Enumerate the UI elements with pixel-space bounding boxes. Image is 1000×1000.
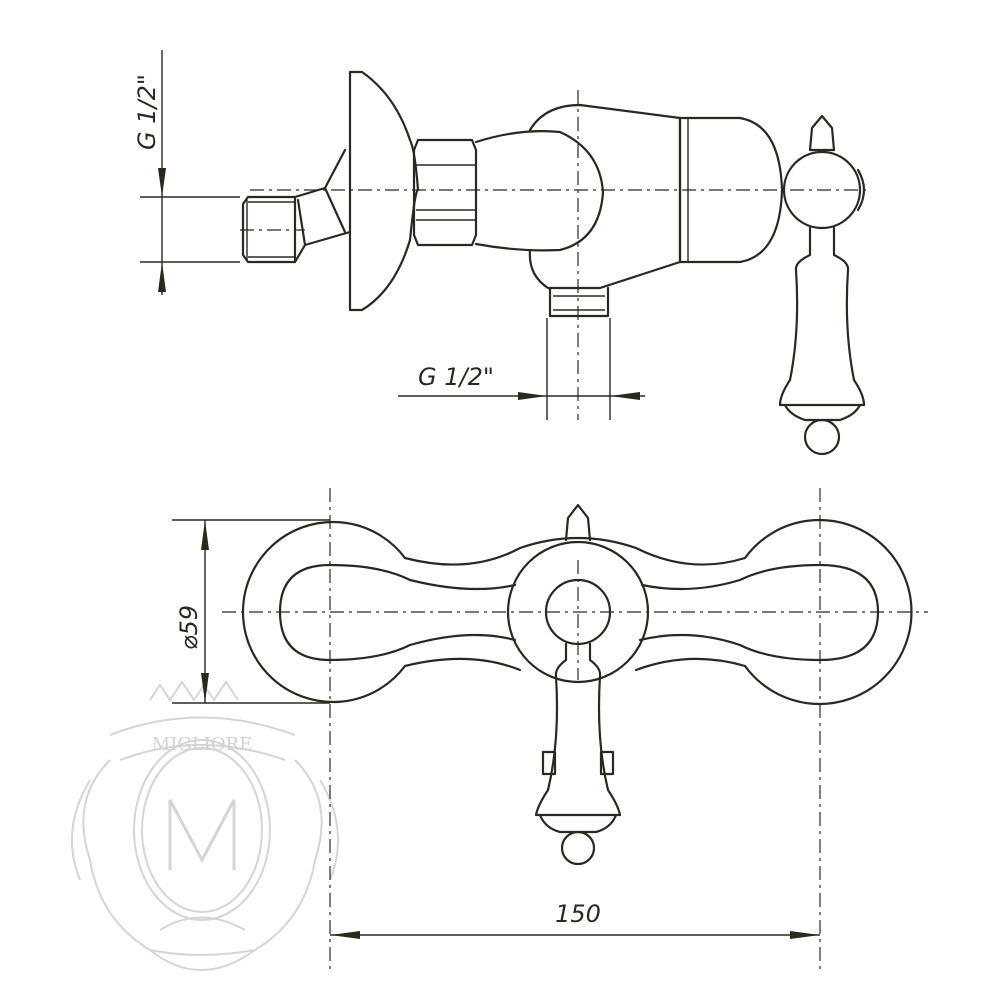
left-flange <box>241 520 407 704</box>
front-view: ⌀59 150 <box>172 488 928 970</box>
watermark-brand: MIGLIORE <box>152 734 252 755</box>
center-distance-label: 150 <box>555 900 601 928</box>
body-inner <box>278 563 880 662</box>
handle-finial <box>564 503 592 542</box>
outlet-dimension: G 1/2" <box>398 318 645 420</box>
outlet-thread-label: G 1/2" <box>418 363 494 391</box>
hex-nut <box>412 138 478 247</box>
wall-flange <box>348 70 420 312</box>
handle-lever-front <box>534 642 622 866</box>
diameter-dimension: ⌀59 <box>172 519 330 704</box>
handle-ball <box>544 578 612 646</box>
body-outline <box>403 536 747 566</box>
center-escutcheon <box>506 540 650 684</box>
inlet-dimension: G 1/2" <box>133 50 240 295</box>
connector-arm <box>474 130 605 252</box>
side-view: G 1/2" G 1/2" <box>133 50 870 456</box>
valve-cylinder <box>678 116 784 264</box>
flange-diameter-label: ⌀59 <box>175 605 203 650</box>
center-distance-dimension: 150 <box>330 900 820 939</box>
right-flange <box>743 518 913 706</box>
outlet-thread <box>548 286 610 318</box>
inlet-thread-label: G 1/2" <box>133 74 161 150</box>
watermark-crest: MIGLIORE <box>71 680 339 971</box>
handle-side <box>778 114 866 456</box>
inlet-thread <box>241 148 352 264</box>
